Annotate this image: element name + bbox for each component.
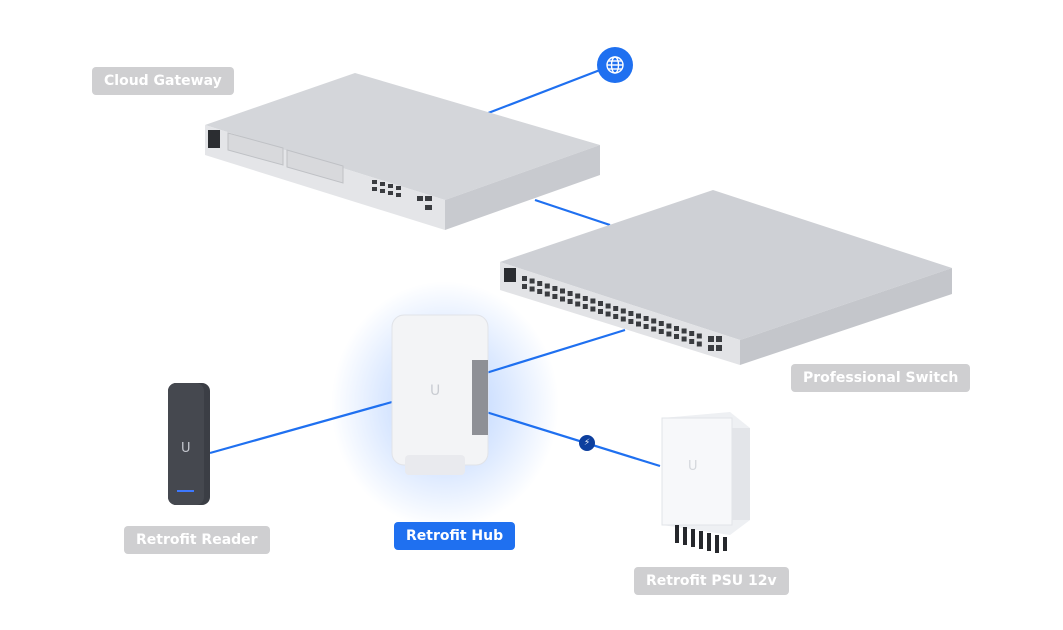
- switch-port: [560, 296, 565, 302]
- switch-port: [552, 294, 558, 299]
- switch-port: [613, 314, 619, 319]
- switch-port: [628, 311, 634, 316]
- switch-port: [651, 318, 657, 324]
- switch-port: [605, 311, 611, 317]
- switch-port: [522, 276, 527, 281]
- switch-port: [628, 319, 634, 324]
- connection-switch-hub: [485, 328, 626, 375]
- switch-port: [620, 316, 626, 322]
- switch-port: [575, 301, 581, 307]
- switch-port: [522, 284, 527, 289]
- switch-port: [598, 301, 603, 306]
- switch-port: [681, 336, 687, 342]
- switch-port: [582, 296, 588, 301]
- switch-port: [666, 331, 672, 337]
- internet-node[interactable]: [597, 47, 633, 83]
- switch-port: [537, 281, 543, 286]
- retrofit-hub-device[interactable]: U: [391, 314, 489, 475]
- switch-port: [689, 331, 695, 336]
- switch-port: [552, 286, 558, 291]
- bolt-icon: ⚡: [583, 438, 591, 448]
- switch-port: [560, 288, 565, 294]
- retrofit-psu-device[interactable]: U: [661, 412, 750, 553]
- switch-port: [590, 306, 596, 312]
- svg-text:U: U: [688, 459, 698, 474]
- svg-text:U: U: [430, 383, 440, 399]
- label-professional-switch[interactable]: Professional Switch: [791, 364, 971, 392]
- power-node[interactable]: ⚡: [579, 435, 595, 451]
- cloud-gateway-device[interactable]: [205, 73, 600, 230]
- switch-port: [613, 306, 619, 311]
- connection-reader-hub: [209, 400, 393, 455]
- label-cloud-gateway[interactable]: Cloud Gateway: [92, 67, 234, 95]
- switch-port: [674, 326, 679, 331]
- switch-port: [681, 328, 687, 334]
- switch-port: [605, 303, 611, 309]
- switch-port: [658, 321, 664, 326]
- switch-port: [666, 323, 672, 329]
- switch-port: [590, 298, 596, 304]
- switch-port: [537, 289, 543, 294]
- switch-port: [696, 333, 702, 339]
- switch-port: [575, 293, 581, 299]
- sfp-port: [708, 345, 714, 351]
- professional-switch-device[interactable]: [500, 190, 952, 365]
- connection-hub-psu: [485, 410, 661, 468]
- connection-gateway-switch: [534, 198, 611, 227]
- switch-port: [643, 324, 649, 329]
- switch-port: [529, 286, 535, 292]
- switch-port: [696, 341, 702, 347]
- switch-port: [598, 309, 603, 314]
- sfp-port: [716, 345, 722, 351]
- switch-port: [674, 334, 679, 339]
- label-retrofit-hub[interactable]: Retrofit Hub: [394, 522, 516, 550]
- connection-internet-gateway: [469, 68, 601, 122]
- switch-port: [658, 329, 664, 334]
- svg-text:U: U: [181, 441, 191, 456]
- switch-port: [567, 299, 573, 304]
- label-retrofit-reader[interactable]: Retrofit Reader: [124, 526, 270, 554]
- switch-port: [544, 291, 550, 297]
- sfp-port: [708, 336, 714, 342]
- switch-port: [582, 304, 588, 309]
- sfp-port: [716, 336, 722, 342]
- switch-port: [636, 313, 641, 319]
- globe-icon: [606, 56, 624, 74]
- switch-port: [643, 316, 649, 321]
- switch-port: [544, 283, 550, 289]
- retrofit-reader-device[interactable]: U: [168, 383, 210, 505]
- switch-port: [636, 321, 641, 327]
- switch-port: [620, 308, 626, 314]
- switch-port: [567, 291, 573, 296]
- label-retrofit-psu[interactable]: Retrofit PSU 12v: [634, 567, 789, 595]
- switch-port: [689, 339, 695, 344]
- switch-port: [651, 326, 657, 332]
- switch-port: [529, 278, 535, 284]
